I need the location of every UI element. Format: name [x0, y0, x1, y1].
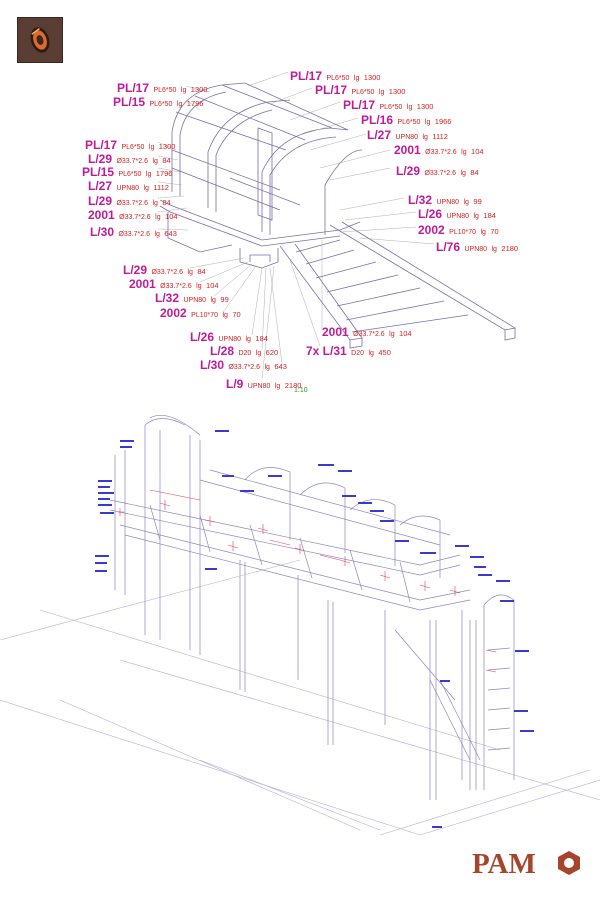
callout-leaders — [157, 71, 435, 380]
callout-24: 2001 Ø33.7*2.6 lg 104 — [322, 325, 412, 339]
callout-1: PL/15 PL6*50 lg 1796 — [113, 95, 204, 109]
callout-19: L/76 UPN80 lg 2180 — [436, 240, 519, 254]
callout-11: L/29 Ø33.7*2.6 lg 84 — [396, 164, 479, 178]
callout-13: L/32 UPN80 lg 99 — [408, 193, 482, 207]
callout-7: PL/17 PL6*50 lg 1300 — [85, 138, 176, 152]
callout-9: L/29 Ø33.7*2.6 lg 84 — [88, 152, 171, 166]
callout-12: L/27 UPN80 lg 1112 — [88, 179, 169, 193]
callout-4: PL/17 PL6*50 lg 1300 — [343, 98, 434, 112]
callout-8: 2001 Ø33.7*2.6 lg 104 — [394, 143, 484, 157]
callout-3: PL/17 PL6*50 lg 1300 — [315, 83, 406, 97]
brand-name: PAM — [472, 848, 536, 880]
callout-14: L/29 Ø33.7*2.6 lg 84 — [88, 194, 171, 208]
weld-marks — [118, 489, 497, 673]
callout-0: PL/17 PL6*50 lg 1300 — [117, 81, 208, 95]
top-detail-view — [159, 82, 517, 349]
callout-20: L/29 Ø33.7*2.6 lg 84 — [123, 263, 206, 277]
callout-6: L/27 UPN80 lg 1112 — [367, 128, 448, 142]
app-logo-icon — [17, 17, 63, 63]
callout-15: L/26 UPN80 lg 184 — [418, 207, 496, 221]
callout-2: PL/17 PL6*50 lg 1300 — [290, 69, 381, 83]
callout-17: 2002 PL10*70 lg 70 — [418, 223, 499, 237]
callout-22: L/32 UPN80 lg 99 — [155, 291, 229, 305]
callout-18: L/30 Ø33.7*2.6 lg 643 — [90, 225, 177, 239]
hexagon-o-icon — [558, 851, 580, 875]
scale-note: 1:10 — [294, 387, 308, 394]
callout-10: PL/15 PL6*50 lg 1796 — [82, 165, 173, 179]
platform-frame — [109, 414, 515, 800]
part-tags — [95, 430, 534, 828]
callout-27: L/28 D20 lg 620 — [210, 344, 279, 358]
bottom-structure-view — [0, 559, 600, 836]
callout-23: 2002 PL10*70 lg 70 — [160, 306, 241, 320]
callout-26: 7x L/31 D20 lg 450 — [306, 344, 391, 358]
callout-16: 2001 Ø33.7*2.6 lg 104 — [88, 208, 178, 222]
callout-29: L/9 UPN80 lg 2180 — [226, 377, 302, 391]
callout-25: L/26 UPN80 lg 184 — [190, 330, 268, 344]
callout-28: L/30 Ø33.7*2.6 lg 643 — [200, 358, 287, 372]
callout-21: 2001 Ø33.7*2.6 lg 104 — [129, 277, 219, 291]
callout-5: PL/16 PL6*50 lg 1966 — [361, 113, 452, 127]
